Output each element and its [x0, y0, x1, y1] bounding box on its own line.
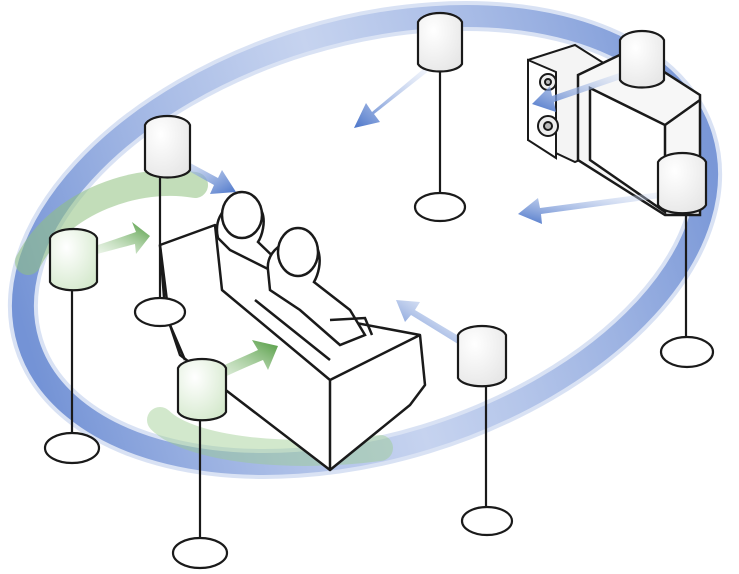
- arrow-icon: [396, 300, 462, 344]
- surround-ring: [7, 1, 723, 479]
- speaker-icon: [456, 324, 514, 537]
- speaker-icon: [413, 11, 467, 223]
- speaker-icon: [133, 114, 192, 328]
- arrow-icon: [88, 222, 150, 256]
- speaker-icon: [171, 357, 229, 570]
- arrow-icon: [354, 65, 430, 128]
- speaker-icon: [618, 29, 666, 89]
- arrow-icon: [532, 70, 630, 112]
- person-icon: [266, 226, 374, 347]
- green-arc-left: [15, 169, 208, 275]
- person-icon: [215, 190, 287, 277]
- speaker-icon: [43, 227, 101, 465]
- arrow-icon: [518, 192, 660, 224]
- speaker-icon: [656, 151, 715, 369]
